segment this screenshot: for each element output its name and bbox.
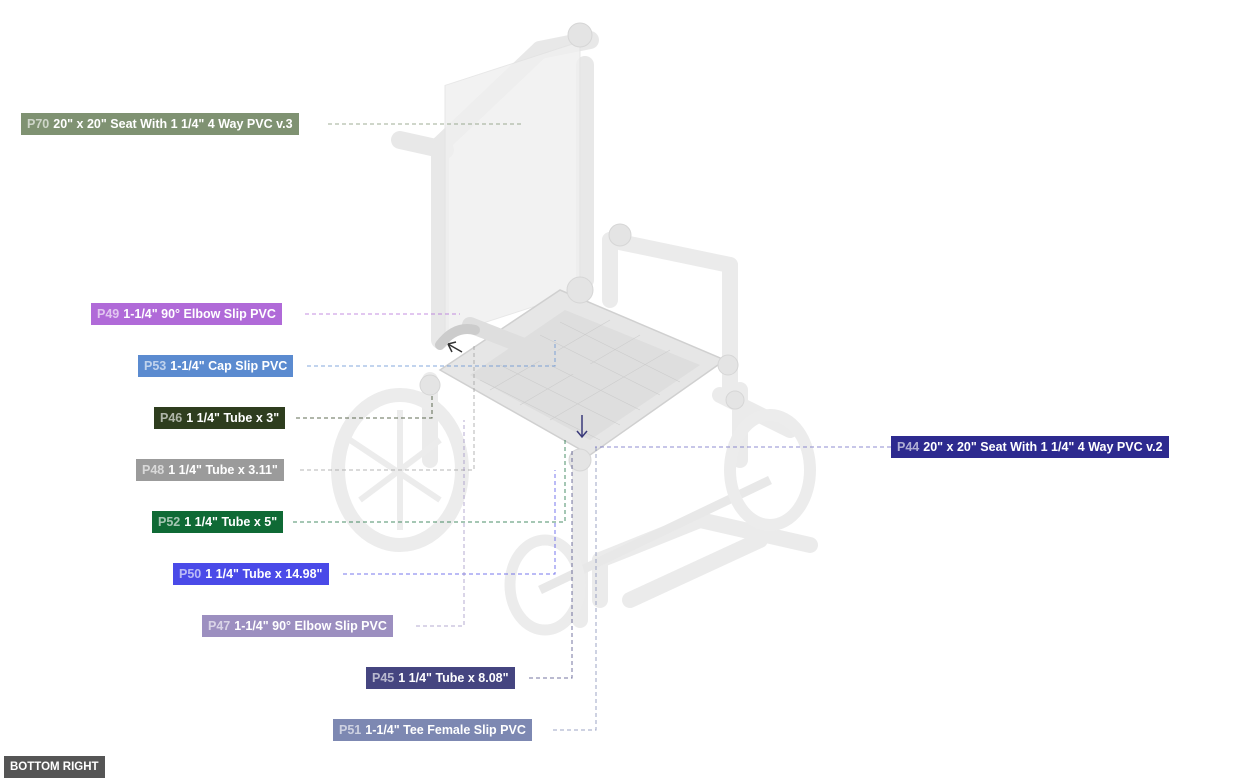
part-name: 1-1/4" 90° Elbow Slip PVC — [123, 307, 276, 321]
leader-line-p51 — [553, 445, 597, 731]
part-id: P70 — [27, 117, 50, 131]
leader-line-p50 — [343, 470, 556, 575]
part-id: P53 — [144, 359, 167, 373]
leader-line-p47 — [416, 420, 465, 627]
part-id: P51 — [339, 723, 362, 737]
part-id: P45 — [372, 671, 395, 685]
leader-line-p48 — [300, 345, 475, 471]
leader-line-p45 — [529, 450, 573, 679]
part-id: P50 — [179, 567, 202, 581]
part-name: 1 1/4" Tube x 8.08" — [398, 671, 509, 685]
leader-line-p46 — [296, 395, 433, 419]
part-id: P48 — [142, 463, 165, 477]
part-name: 1-1/4" Tee Female Slip PVC — [365, 723, 526, 737]
backrest-mesh — [444, 40, 581, 337]
part-id: P44 — [897, 440, 920, 454]
part-id: P52 — [158, 515, 181, 529]
part-name: 1-1/4" 90° Elbow Slip PVC — [234, 619, 387, 633]
part-id: P47 — [208, 619, 231, 633]
part-id: P49 — [97, 307, 120, 321]
view-orientation-label: BOTTOM RIGHT — [4, 756, 105, 778]
part-name: 1 1/4" Tube x 14.98" — [205, 567, 323, 581]
part-name: 1 1/4" Tube x 3" — [186, 411, 280, 425]
part-name: 1-1/4" Cap Slip PVC — [170, 359, 288, 373]
part-id: P46 — [160, 411, 183, 425]
leader-line-p53 — [307, 340, 556, 367]
front-caster — [504, 534, 586, 636]
part-name: 20" x 20" Seat With 1 1/4" 4 Way PVC v.3 — [53, 117, 293, 131]
part-name: 20" x 20" Seat With 1 1/4" 4 Way PVC v.2 — [923, 440, 1163, 454]
rear-wheel-right — [724, 409, 816, 531]
part-name: 1 1/4" Tube x 3.11" — [168, 463, 278, 477]
part-name: 1 1/4" Tube x 5" — [184, 515, 278, 529]
